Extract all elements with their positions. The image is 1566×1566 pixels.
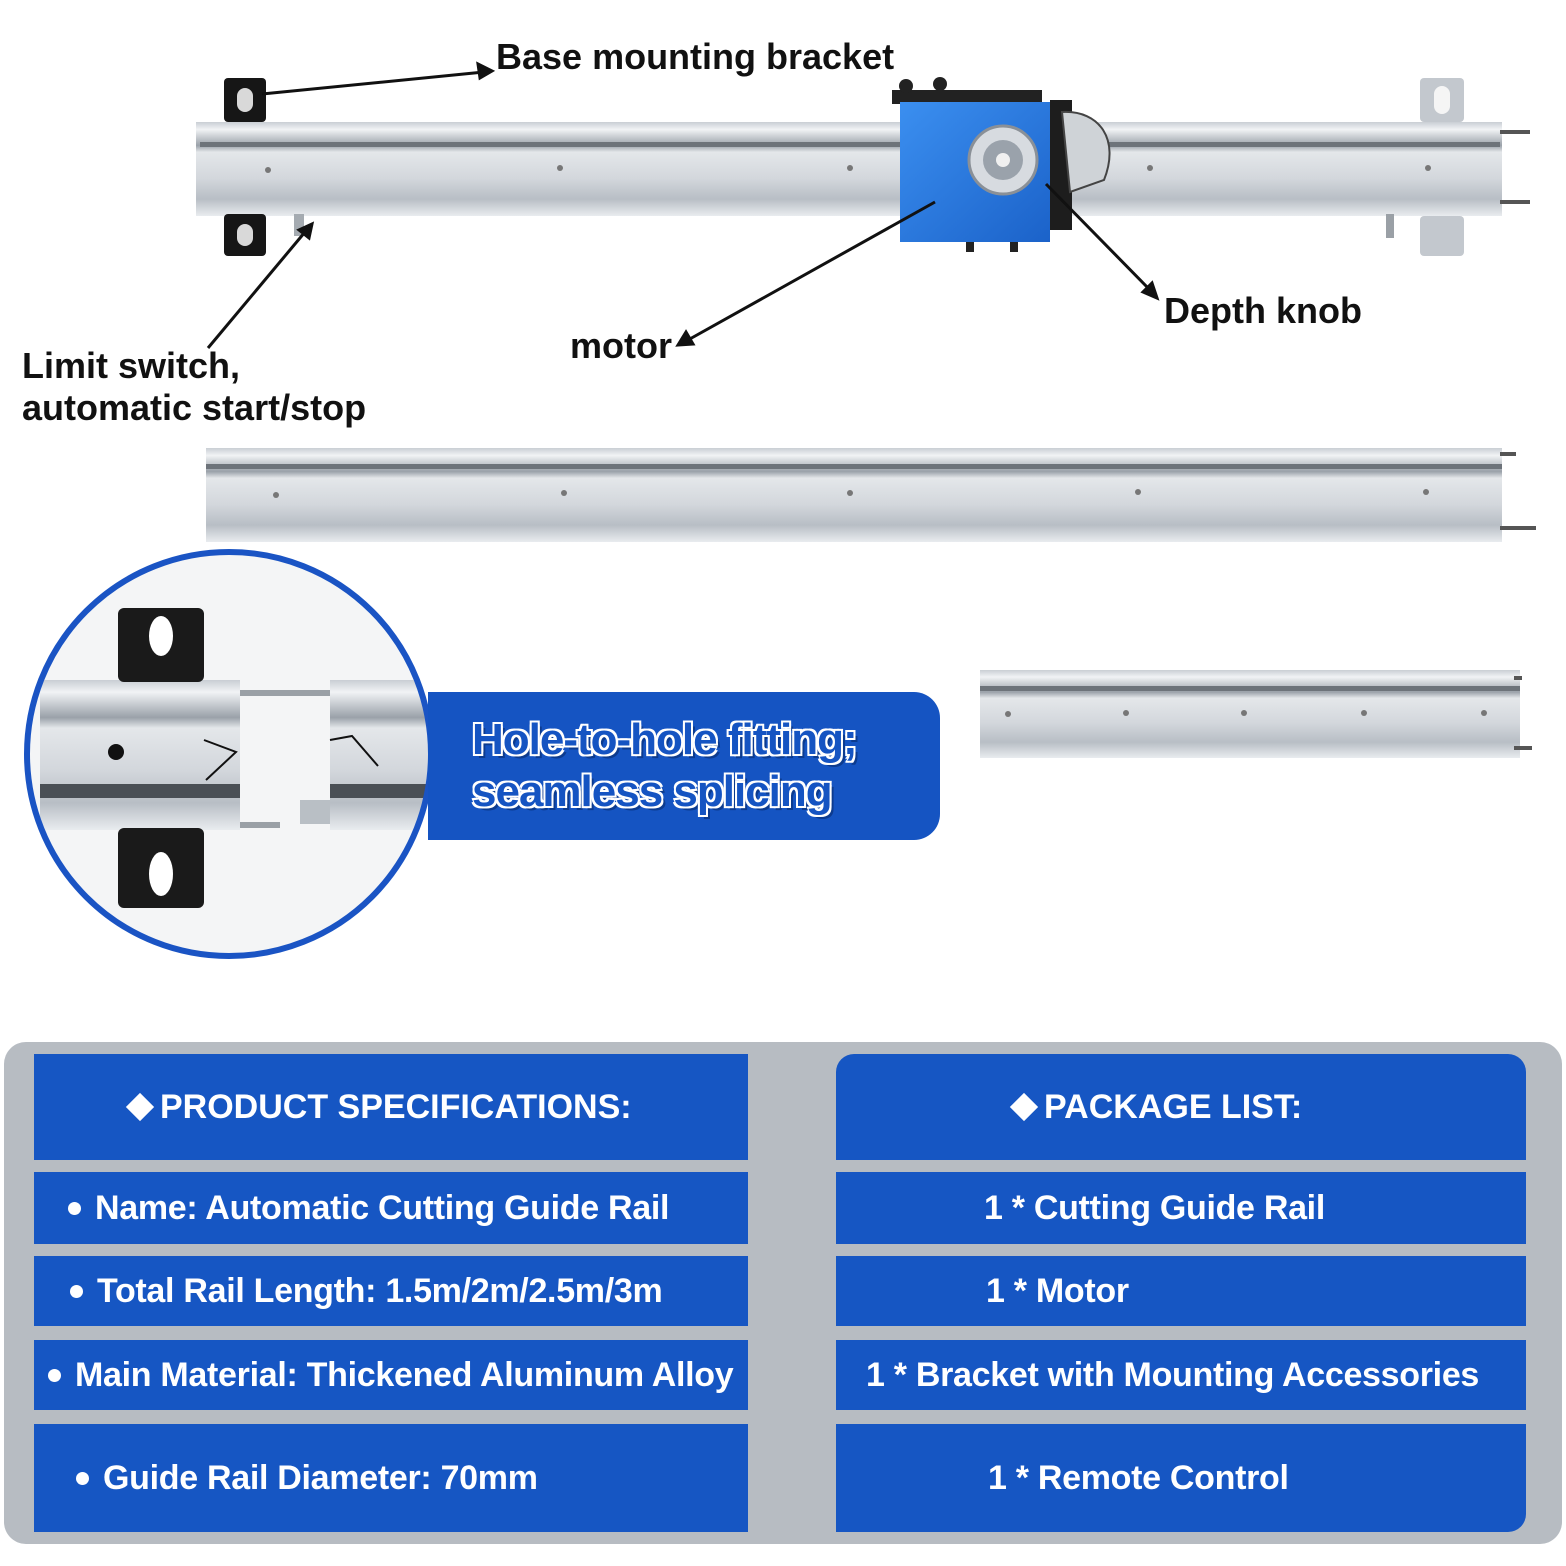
package-item-bracket: 1 * Bracket with Mounting Accessories xyxy=(866,1355,1480,1394)
splice-badge-line2: seamless splicing xyxy=(471,766,834,817)
bullet-icon xyxy=(48,1368,61,1382)
product-illustration xyxy=(24,61,1536,959)
rail-with-motor xyxy=(196,77,1530,256)
spec-row: Name: Automatic Cutting Guide Rail xyxy=(34,1172,748,1244)
base-mounting-bracket-icon xyxy=(224,78,266,256)
bullet-icon xyxy=(76,1471,89,1485)
spec-name: Name: Automatic Cutting Guide Rail xyxy=(95,1188,670,1227)
callout-limit-switch-line1: Limit switch, xyxy=(22,345,241,386)
motor-icon xyxy=(892,77,1111,252)
spec-material: Main Material: Thickened Aluminum Alloy xyxy=(75,1355,734,1394)
info-panel: PRODUCT SPECIFICATIONS: Name: Automatic … xyxy=(4,1042,1562,1544)
splice-badge: Hole-to-hole fitting; seamless splicing xyxy=(428,692,940,840)
package-row: 1 * Bracket with Mounting Accessories xyxy=(836,1340,1526,1410)
specifications-heading: PRODUCT SPECIFICATIONS: xyxy=(34,1054,748,1160)
callout-limit-switch-line2: automatic start/stop xyxy=(22,387,367,428)
spec-length: Total Rail Length: 1.5m/2m/2.5m/3m xyxy=(97,1271,663,1310)
callout-limit-switch: Limit switch, automatic start/stop xyxy=(22,345,366,429)
package-item-remote: 1 * Remote Control xyxy=(988,1458,1289,1497)
package-row: 1 * Remote Control xyxy=(836,1424,1526,1532)
rail-short xyxy=(980,670,1532,758)
callout-base-mounting-bracket: Base mounting bracket xyxy=(496,36,895,77)
package-item-motor: 1 * Motor xyxy=(986,1271,1129,1310)
callout-depth-knob: Depth knob xyxy=(1164,290,1362,331)
package-title: PACKAGE LIST: xyxy=(1044,1087,1303,1126)
bullet-icon xyxy=(68,1201,81,1215)
callout-arrows xyxy=(206,61,1160,349)
spec-diameter: Guide Rail Diameter: 70mm xyxy=(103,1458,538,1497)
splice-zoom-inset xyxy=(24,549,434,959)
package-item-rail: 1 * Cutting Guide Rail xyxy=(984,1188,1325,1227)
splice-badge-line1: Hole-to-hole fitting; xyxy=(471,714,859,765)
limit-switch-icon xyxy=(294,214,304,236)
spec-row: Guide Rail Diameter: 70mm xyxy=(34,1424,748,1532)
package-row: 1 * Motor xyxy=(836,1256,1526,1326)
spec-row: Total Rail Length: 1.5m/2m/2.5m/3m xyxy=(34,1256,748,1326)
diamond-icon xyxy=(1009,1092,1039,1122)
diamond-icon xyxy=(125,1092,155,1122)
specifications-title: PRODUCT SPECIFICATIONS: xyxy=(160,1087,632,1126)
rail-long xyxy=(206,448,1536,542)
package-row: 1 * Cutting Guide Rail xyxy=(836,1172,1526,1244)
package-heading: PACKAGE LIST: xyxy=(836,1054,1526,1160)
bullet-icon xyxy=(70,1284,83,1298)
spec-row: Main Material: Thickened Aluminum Alloy xyxy=(34,1340,748,1410)
callout-motor: motor xyxy=(570,325,672,366)
